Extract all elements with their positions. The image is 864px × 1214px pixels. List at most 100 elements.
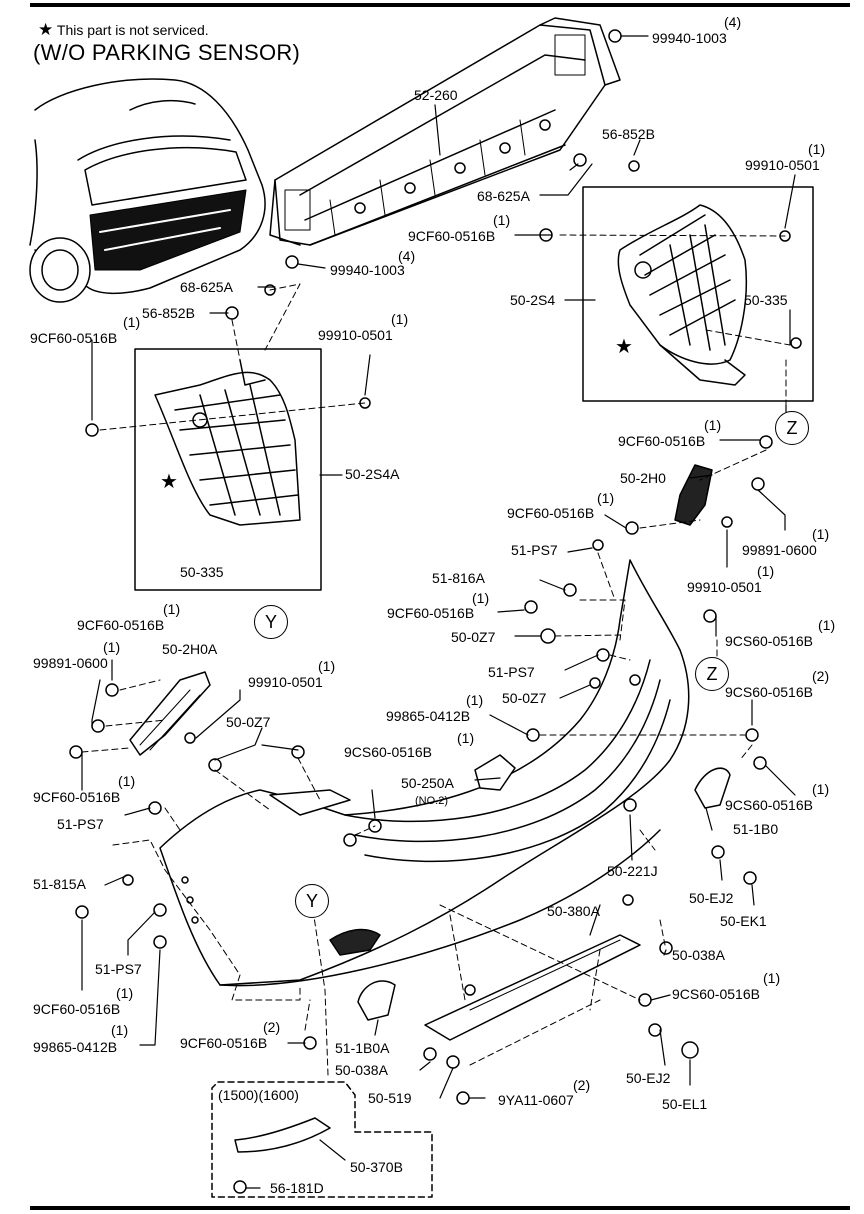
part-label-68-625a-left: 68-625A <box>180 279 233 295</box>
part-label-99910-0501-left: 99910-0501 <box>318 327 393 343</box>
right-splash-shield <box>617 204 748 386</box>
qty-label: (1) <box>103 639 121 655</box>
part-label-50-2h0: 50-2H0 <box>620 470 666 486</box>
not-serviced-note: ★ This part is not serviced. <box>38 20 209 40</box>
part-label-99910-0501-2h0a: 99910-0501 <box>248 674 323 690</box>
part-label-50-519: 50-519 <box>368 1090 412 1106</box>
left-splash-shield <box>154 359 301 526</box>
qty-label: (1) <box>597 490 615 506</box>
part-label-50-2h0a: 50-2H0A <box>162 641 218 657</box>
qty-label: (1) <box>808 141 826 157</box>
part-label-50-335-left: 50-335 <box>180 564 224 580</box>
shield-frame-left <box>134 348 322 591</box>
ref-circle-z-lower: Z <box>695 657 729 691</box>
part-label-51-1b0: 51-1B0 <box>733 821 779 837</box>
part-label-50-2s4a: 50-2S4A <box>345 466 400 482</box>
qty-label: (1) <box>472 590 490 606</box>
part-label-56-181d: 56-181D <box>270 1180 324 1196</box>
qty-label: (4) <box>724 14 742 30</box>
right-bracket-shape <box>674 464 713 526</box>
qty-label: (1) <box>812 526 830 542</box>
part-label-9cf60-0516b-low: 9CF60-0516B <box>33 789 121 805</box>
part-label-51-1b0a: 51-1B0A <box>335 1040 390 1056</box>
part-label-56-852b-right: 56-852B <box>602 126 655 142</box>
qty-label: (1) <box>457 730 475 746</box>
qty-label: (1) <box>493 212 511 228</box>
car-rear-view <box>29 78 266 303</box>
part-label-99865-0412b-left: 99865-0412B <box>33 1039 118 1055</box>
part-label-50-0z7-a: 50-0Z7 <box>451 629 496 645</box>
qty-label: (4) <box>398 248 416 264</box>
alignment-dashed-lines <box>81 234 791 1076</box>
bottom-border-rule <box>30 1206 850 1210</box>
part-label-9cs60-0516b-e: 9CS60-0516B <box>672 986 760 1002</box>
part-label-52-260: 52-260 <box>414 87 458 103</box>
part-label-68-625a-right: 68-625A <box>477 188 530 204</box>
ref-circle-y-lower: Y <box>295 884 329 918</box>
part-label-51-ps7-c: 51-PS7 <box>57 816 104 832</box>
part-label-51-ps7-b: 51-PS7 <box>488 664 535 680</box>
part-label-50-221j: 50-221J <box>607 863 658 879</box>
part-label-99865-0412b-right: 99865-0412B <box>386 708 471 724</box>
qty-label: (1) <box>123 314 141 330</box>
ref-circle-y-upper: Y <box>254 605 288 639</box>
part-label-9cs60-0516b-d: 9CS60-0516B <box>725 797 813 813</box>
part-label-9cf60-0516b-z: 9CF60-0516B <box>618 433 706 449</box>
part-label-50-ej2-b: 50-EJ2 <box>626 1070 671 1086</box>
part-label-9cf60-0516b-b: 9CF60-0516B <box>180 1035 268 1051</box>
star-marker-left: ★ <box>160 469 178 493</box>
qty-label: (1) <box>763 970 781 986</box>
qty-label: (1) <box>757 563 775 579</box>
qty-label: (1) <box>116 985 134 1001</box>
part-label-99910-0501-right: 99910-0501 <box>745 157 820 173</box>
qty-label: (1) <box>111 1022 129 1038</box>
part-label-50-038a-left: 50-038A <box>335 1062 388 1078</box>
part-label-50-0z7-b: 50-0Z7 <box>502 690 547 706</box>
qty-label: (2) <box>263 1019 281 1035</box>
part-label-9cs60-0516b-b: 9CS60-0516B <box>725 684 813 700</box>
part-label-50-380a: 50-380A <box>547 903 600 919</box>
part-label-50-335-right: 50-335 <box>744 292 788 308</box>
part-label-50-370b: 50-370B <box>350 1159 403 1175</box>
qty-label: (1) <box>391 311 409 327</box>
star-marker-right: ★ <box>615 334 633 358</box>
qty-label: (2) <box>573 1077 591 1093</box>
qty-label: (1) <box>704 417 722 433</box>
qty-label: (1) <box>812 781 830 797</box>
part-label-9cs60-0516b-a: 9CS60-0516B <box>725 633 813 649</box>
part-label-9cf60-0516b-h0: 9CF60-0516B <box>507 505 595 521</box>
ref-circle-z-upper: Z <box>775 411 809 445</box>
part-label-9cf60-0516b-2h0a: 9CF60-0516B <box>77 617 165 633</box>
bumper-reinforcement-beam <box>269 17 621 246</box>
part-label-9cf60-0516b-816: 9CF60-0516B <box>387 605 475 621</box>
star-icon: ★ <box>38 20 54 39</box>
part-label-99940-1003-mid: 99940-1003 <box>330 262 405 278</box>
reflector-51-1b0a <box>357 980 396 1021</box>
part-label-99940-1003-top: 99940-1003 <box>652 30 727 46</box>
reflector-51-1b0 <box>694 767 731 809</box>
diagram-title: (W/O PARKING SENSOR) <box>33 40 301 65</box>
part-label-9cf60-0516b-bl: 9CF60-0516B <box>33 1001 121 1017</box>
qty-label: (1) <box>466 692 484 708</box>
part-label-51-ps7-a: 51-PS7 <box>511 542 558 558</box>
lower-garnish-rail <box>424 934 641 1041</box>
qty-label: (1) <box>163 601 181 617</box>
part-label-9ya11-0607: 9YA11-0607 <box>498 1092 574 1108</box>
part-label-50-038a-right: 50-038A <box>672 947 725 963</box>
part-label-50-250a: 50-250A <box>401 775 454 791</box>
part-label-51-815a: 51-815A <box>33 876 86 892</box>
garnish-50-370b <box>234 1117 331 1153</box>
part-label-50-ej2-a: 50-EJ2 <box>689 890 734 906</box>
variant-label: (1500)(1600) <box>218 1087 299 1103</box>
variant-frame <box>211 1081 433 1198</box>
part-label-99910-0501-h0: 99910-0501 <box>687 579 762 595</box>
part-label-99891-0600-right: 99891-0600 <box>742 542 817 558</box>
part-label-56-852b-left: 56-852B <box>142 305 195 321</box>
part-label-50-ek1: 50-EK1 <box>720 913 767 929</box>
leader-lines <box>81 35 796 1189</box>
qty-label: (2) <box>812 668 830 684</box>
part-label-9cf60-0516b-right: 9CF60-0516B <box>408 228 496 244</box>
part-label-51-816a: 51-816A <box>432 570 485 586</box>
part-label-50-el1: 50-EL1 <box>662 1096 708 1112</box>
